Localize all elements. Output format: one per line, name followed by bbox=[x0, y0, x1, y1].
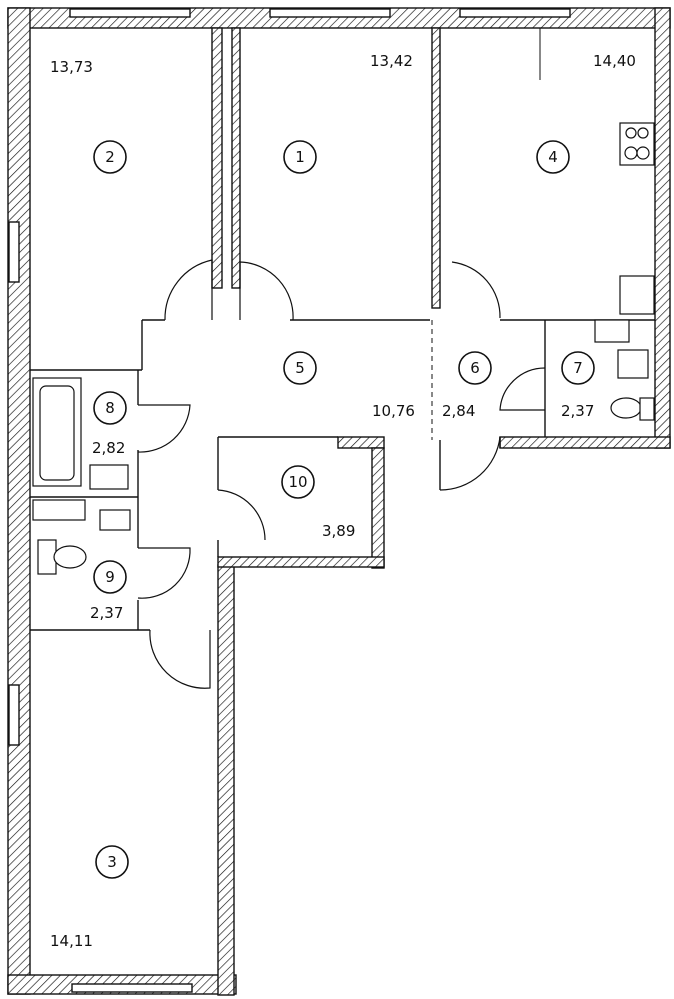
room-2-marker: 2 bbox=[93, 140, 127, 174]
room-2-area: 13,73 bbox=[50, 58, 93, 76]
room-1-area: 13,42 bbox=[370, 52, 413, 70]
room-6-marker: 6 bbox=[458, 351, 492, 385]
room-4-marker: 4 bbox=[536, 140, 570, 174]
toilet-icon bbox=[37, 539, 57, 575]
room-1-number: 1 bbox=[295, 148, 305, 166]
room-8-number: 8 bbox=[105, 399, 115, 417]
room-10-marker: 10 bbox=[281, 465, 315, 499]
fixtures bbox=[32, 28, 655, 575]
room-3-number: 3 bbox=[107, 853, 117, 871]
room-5-marker: 5 bbox=[283, 351, 317, 385]
windows bbox=[8, 8, 571, 993]
stove-icon bbox=[619, 122, 655, 166]
room-7-number: 7 bbox=[573, 359, 583, 377]
sink-icon bbox=[99, 509, 131, 531]
area-labels: 13,42 13,73 14,11 14,40 10,76 2,84 2,37 … bbox=[50, 52, 636, 950]
sink-icon bbox=[594, 319, 630, 343]
sink-icon bbox=[617, 349, 649, 379]
room-9-area: 2,37 bbox=[90, 604, 123, 622]
room-9-number: 9 bbox=[105, 568, 115, 586]
room-10-area: 3,89 bbox=[322, 522, 355, 540]
room-4-area: 14,40 bbox=[593, 52, 636, 70]
partitions bbox=[30, 27, 655, 631]
room-7-marker: 7 bbox=[561, 351, 595, 385]
room-5-area: 10,76 bbox=[372, 402, 415, 420]
exterior-walls bbox=[7, 7, 671, 996]
room-markers: 1 2 3 4 5 6 7 8 bbox=[93, 140, 595, 879]
doors bbox=[137, 259, 546, 689]
room-5-number: 5 bbox=[295, 359, 305, 377]
room-3-marker: 3 bbox=[95, 845, 129, 879]
room-2-number: 2 bbox=[105, 148, 115, 166]
room-6-number: 6 bbox=[470, 359, 480, 377]
sink-icon bbox=[89, 464, 129, 490]
room-9-marker: 9 bbox=[93, 560, 127, 594]
room-7-area: 2,37 bbox=[561, 402, 594, 420]
sink-icon bbox=[619, 275, 655, 315]
toilet-icon bbox=[610, 397, 642, 419]
room-1-marker: 1 bbox=[283, 140, 317, 174]
room-8-marker: 8 bbox=[93, 391, 127, 425]
room-8-area: 2,82 bbox=[92, 439, 125, 457]
room-6-area: 2,84 bbox=[442, 402, 475, 420]
room-4-number: 4 bbox=[548, 148, 558, 166]
room-10-number: 10 bbox=[288, 473, 307, 491]
room-3-area: 14,11 bbox=[50, 932, 93, 950]
